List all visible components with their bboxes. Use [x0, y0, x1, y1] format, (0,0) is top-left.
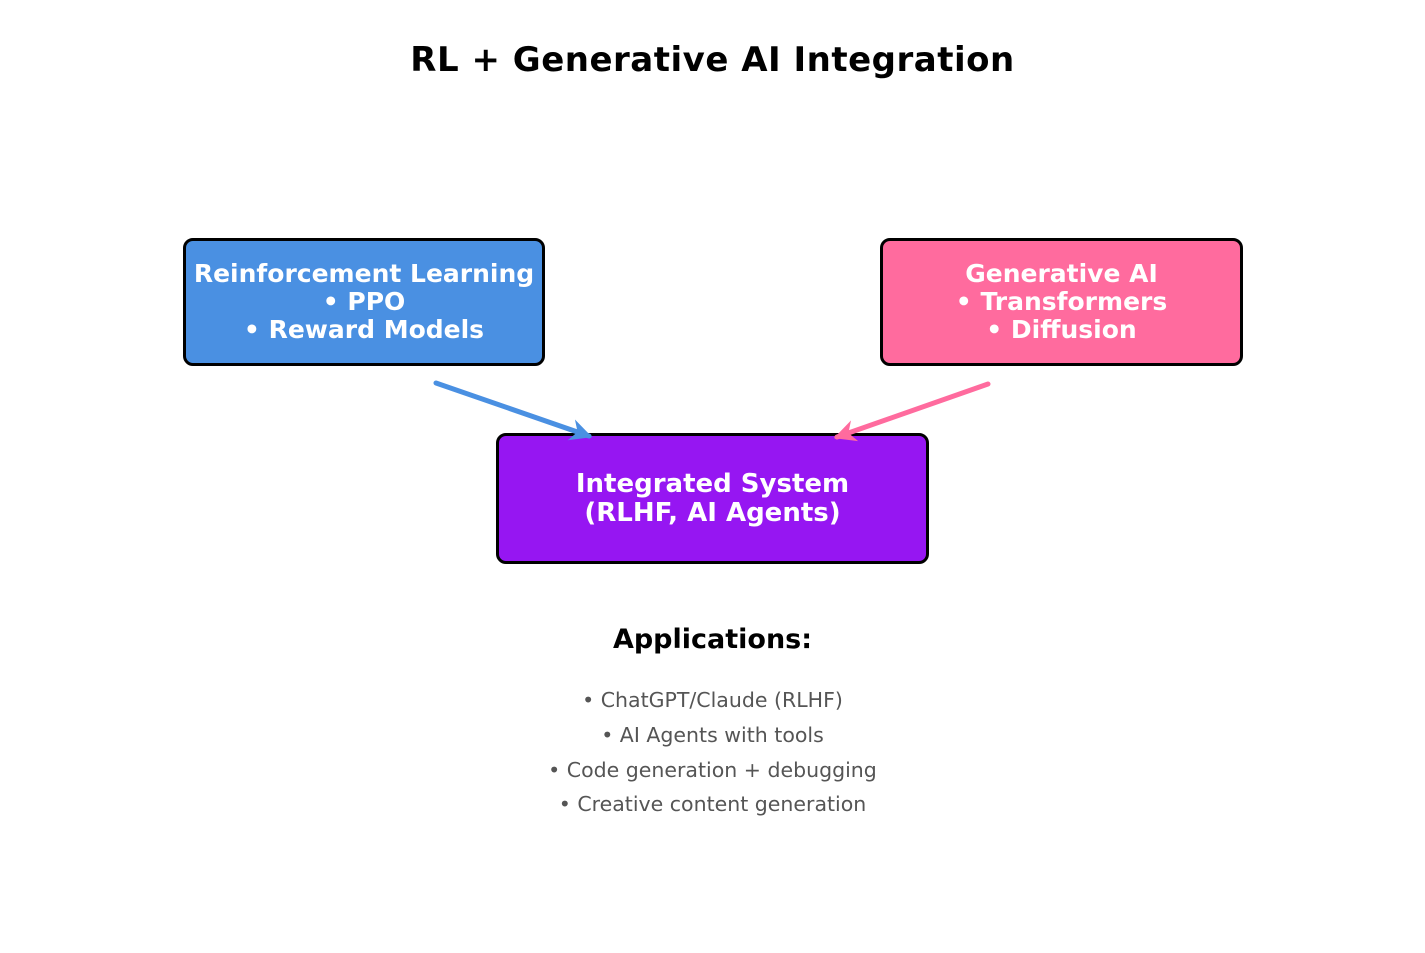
- arrow-rl-to-integrated: [433, 380, 593, 441]
- applications-item-code-generation: • Code generation + debugging: [548, 757, 877, 782]
- diagram-title: RL + Generative AI Integration: [410, 40, 1015, 80]
- node-rl-title: Reinforcement Learning: [193, 259, 535, 288]
- applications-item-chatgpt-claude: • ChatGPT/Claude (RLHF): [582, 688, 843, 712]
- node-gen-bullet-diffusion: • Diffusion: [986, 315, 1137, 344]
- node-reinforcement-learning: Reinforcement Learning • PPO • Reward Mo…: [183, 238, 545, 366]
- applications-item-ai-agents: • AI Agents with tools: [601, 722, 824, 747]
- applications-heading: Applications:: [612, 624, 813, 655]
- applications-list: • ChatGPT/Claude (RLHF) • AI Agents with…: [0, 683, 1425, 822]
- node-integrated-subtitle: (RLHF, AI Agents): [584, 497, 841, 528]
- node-gen-bullet-transformers: • Transformers: [955, 287, 1168, 316]
- node-rl-bullet-ppo: • PPO: [322, 287, 406, 316]
- node-generative-ai: Generative AI • Transformers • Diffusion: [880, 238, 1243, 366]
- node-rl-bullet-reward-models: • Reward Models: [243, 315, 485, 344]
- node-integrated-title: Integrated System: [575, 468, 850, 499]
- node-integrated-system: Integrated System (RLHF, AI Agents): [496, 433, 929, 564]
- arrow-generative-to-integrated: [833, 381, 991, 442]
- applications-item-creative-content: • Creative content generation: [558, 792, 867, 817]
- node-gen-title: Generative AI: [965, 259, 1158, 288]
